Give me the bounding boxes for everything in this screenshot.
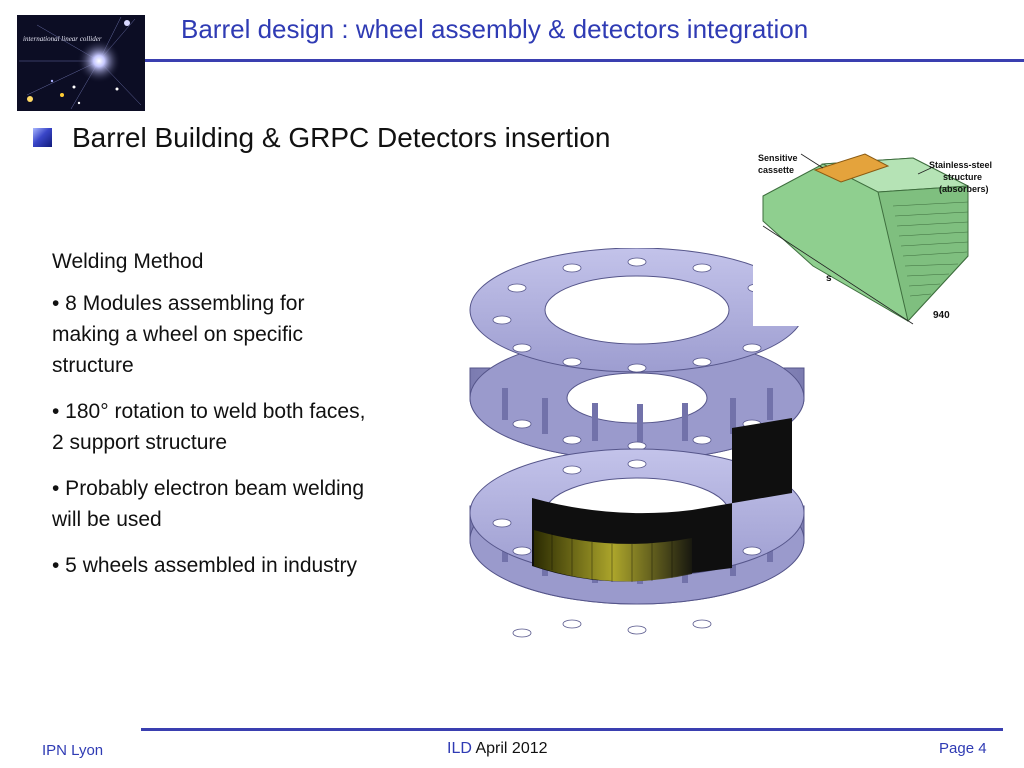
section-heading: Welding Method <box>52 250 204 273</box>
label-stainless-steel: Stainless-steel <box>929 160 992 170</box>
logo-text: international linear collider <box>23 35 102 43</box>
bullet-item: • 180° rotation to weld both faces, 2 su… <box>52 400 366 454</box>
wheel-assembly-image <box>469 248 805 638</box>
dimension-label: 940 <box>933 310 950 321</box>
footer-organization: IPN Lyon <box>42 742 104 759</box>
label-cassette: cassette <box>758 165 794 175</box>
label-structure: structure <box>943 172 982 182</box>
bullet-item: • 5 wheels assembled in industry <box>52 554 358 577</box>
dimension-label-side: s <box>826 273 832 284</box>
label-sensitive: Sensitive <box>758 153 798 163</box>
footer-ild: ILD <box>447 740 472 757</box>
footer-date: April 2012 <box>475 740 548 757</box>
square-bullet-icon <box>33 128 52 147</box>
bullet-item: • Probably electron beam welding will be… <box>52 477 365 531</box>
label-absorbers: (absorbers) <box>939 184 989 194</box>
barrel-module-diagram: Sensitive cassette Stainless-steel struc… <box>753 146 1013 326</box>
body-text: Welding Method • 8 Modules assembling fo… <box>52 246 377 596</box>
slide-title: Barrel design : wheel assembly & detecto… <box>181 14 809 44</box>
footer-center: ILD April 2012 <box>447 740 548 758</box>
bullet-item: • 8 Modules assembling for making a whee… <box>52 292 305 377</box>
title-divider <box>145 59 1024 62</box>
ilc-logo: international linear collider <box>17 15 145 111</box>
page-number: Page 4 <box>939 740 987 757</box>
footer-divider <box>141 728 1003 731</box>
upper-wheel <box>469 248 805 461</box>
grpc-detector-stack <box>532 418 792 582</box>
slide-subtitle: Barrel Building & GRPC Detectors inserti… <box>72 122 611 153</box>
